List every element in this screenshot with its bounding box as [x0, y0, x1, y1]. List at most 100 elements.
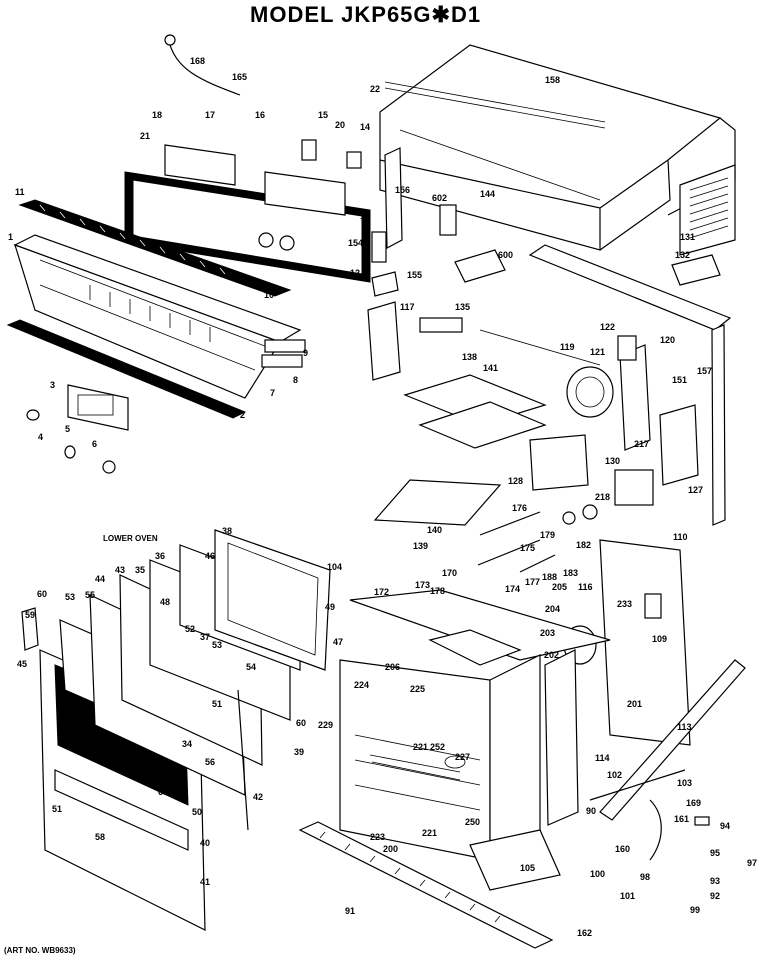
label-135: 135	[455, 302, 470, 312]
part-155	[371, 271, 399, 297]
label-169: 169	[686, 798, 701, 808]
oven-door	[39, 529, 331, 931]
bracket-18	[164, 144, 236, 186]
label-173: 173	[415, 580, 430, 590]
label-204: 204	[545, 604, 560, 614]
label-20: 20	[335, 120, 345, 130]
bracket-158	[384, 147, 403, 249]
front-frame-1	[13, 234, 302, 399]
label-51b: 51	[52, 804, 62, 814]
bar-102	[589, 769, 686, 801]
bracket-127	[659, 404, 699, 486]
label-48: 48	[160, 597, 170, 607]
part-labels: 168 165 22 158 21 18 17 16 15 20 14 11 1…	[8, 56, 757, 938]
label-51a: 51	[212, 699, 222, 709]
label-170: 170	[442, 568, 457, 578]
label-102: 102	[607, 770, 622, 780]
label-101: 101	[620, 891, 635, 901]
label-151: 151	[672, 375, 687, 385]
label-252: 252	[430, 742, 445, 752]
bracket-132	[671, 254, 721, 286]
part-602	[439, 204, 457, 236]
label-49: 49	[325, 602, 335, 612]
label-203: 203	[540, 628, 555, 638]
label-60: 60	[37, 589, 47, 599]
label-116: 116	[578, 582, 593, 592]
rear-vent	[679, 164, 736, 256]
label-44: 44	[95, 574, 105, 584]
lower-oven-caption: LOWER OVEN	[103, 534, 158, 543]
label-250: 250	[465, 817, 480, 827]
label-63b: 63	[158, 787, 168, 797]
hinge-45	[21, 607, 39, 651]
label-175: 175	[520, 543, 535, 553]
label-36: 36	[155, 551, 165, 561]
label-14: 14	[360, 122, 370, 132]
label-205: 205	[552, 582, 567, 592]
label-155: 155	[407, 270, 422, 280]
label-11: 11	[15, 187, 25, 197]
label-224: 224	[354, 680, 369, 690]
switch-120	[617, 335, 637, 361]
part-216	[614, 469, 654, 506]
label-5: 5	[65, 424, 70, 434]
tray-141	[418, 401, 547, 449]
knob-4	[26, 409, 40, 421]
label-161: 161	[674, 814, 689, 824]
label-90: 90	[586, 806, 596, 816]
label-119: 119	[560, 342, 575, 352]
bottom-grille-91	[298, 821, 554, 949]
label-100: 100	[590, 869, 605, 879]
label-233: 233	[617, 599, 632, 609]
label-98: 98	[640, 872, 650, 882]
label-103: 103	[677, 778, 692, 788]
bracket-151	[619, 344, 651, 451]
label-93: 93	[710, 876, 720, 886]
label-40: 40	[200, 838, 210, 848]
label-128: 128	[508, 476, 523, 486]
side-panel	[544, 649, 579, 826]
label-162: 162	[577, 928, 592, 938]
label-200: 200	[383, 844, 398, 854]
label-183: 183	[563, 568, 578, 578]
label-7: 7	[270, 388, 275, 398]
label-59: 59	[25, 610, 35, 620]
label-158: 158	[545, 75, 560, 85]
model-title: MODEL JKP65G✱D1	[250, 2, 481, 27]
label-144: 144	[480, 189, 495, 199]
label-202: 202	[544, 650, 559, 660]
label-34: 34	[182, 739, 192, 749]
label-91: 91	[345, 906, 355, 916]
label-121: 121	[590, 347, 605, 357]
label-179: 179	[540, 530, 555, 540]
label-43: 43	[115, 565, 125, 575]
label-120: 120	[660, 335, 675, 345]
bar-175	[479, 511, 541, 536]
label-174: 174	[505, 584, 520, 594]
label-53: 53	[212, 640, 222, 650]
side-strip-157	[711, 324, 726, 526]
label-17: 17	[205, 110, 215, 120]
label-1: 1	[8, 232, 13, 242]
label-4: 4	[38, 432, 43, 442]
label-131: 131	[680, 232, 695, 242]
label-50: 50	[192, 807, 202, 817]
label-132: 132	[675, 250, 690, 260]
part-94	[694, 816, 710, 826]
label-221a: 221	[413, 742, 428, 752]
label-217: 217	[634, 439, 649, 449]
bracket-15	[264, 171, 346, 216]
label-104: 104	[327, 562, 342, 572]
label-42: 42	[253, 792, 263, 802]
label-218: 218	[595, 492, 610, 502]
label-37: 37	[200, 632, 210, 642]
label-6: 6	[92, 439, 97, 449]
terminal-135	[419, 317, 463, 333]
label-114: 114	[595, 753, 610, 763]
label-94: 94	[720, 821, 730, 831]
label-602: 602	[432, 193, 447, 203]
label-154: 154	[348, 238, 363, 248]
label-201: 201	[627, 699, 642, 709]
label-54: 54	[246, 662, 256, 672]
